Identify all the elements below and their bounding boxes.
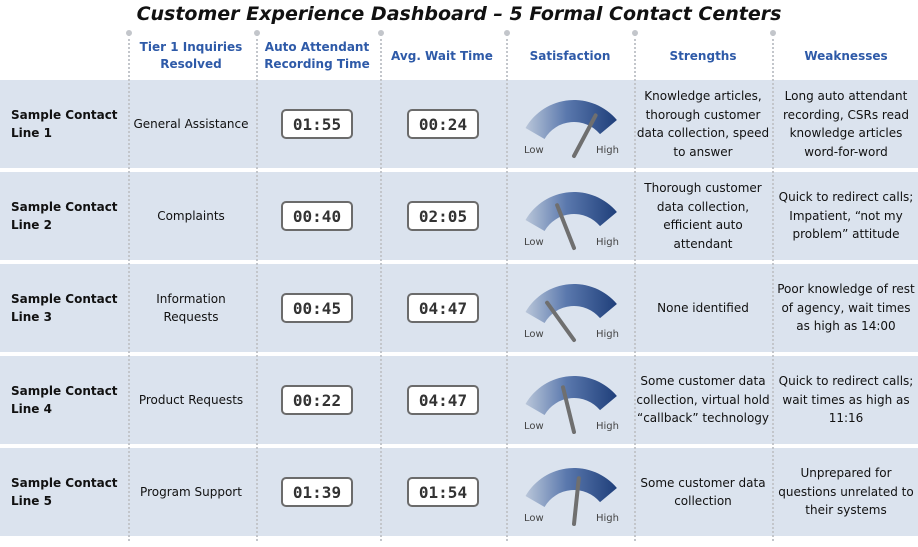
column-divider bbox=[634, 34, 636, 541]
column-divider bbox=[380, 34, 382, 541]
gauge-needle bbox=[555, 203, 576, 250]
gauge-needle bbox=[572, 476, 581, 526]
gauge-high-label: High bbox=[596, 237, 619, 248]
gauge-high-label: High bbox=[596, 513, 619, 524]
strengths-cell: Some customer data collection bbox=[640, 475, 766, 509]
header-weaknesses: Weaknesses bbox=[804, 48, 888, 63]
wait-time-timer: 04:47 bbox=[407, 385, 479, 415]
satisfaction-gauge: Low High bbox=[524, 376, 619, 434]
gauge-band bbox=[525, 99, 617, 139]
weaknesses-cell: Unprepared for questions unrelated to th… bbox=[778, 466, 914, 518]
column-divider-dot bbox=[254, 30, 260, 36]
row-label: Sample Contact Line 5 bbox=[11, 476, 118, 508]
gauge-low-label: Low bbox=[524, 513, 544, 524]
auto-attendant-timer: 00:22 bbox=[281, 385, 353, 415]
column-divider bbox=[256, 34, 258, 541]
row-label: Sample Contact Line 2 bbox=[11, 200, 118, 232]
weaknesses-cell: Poor knowledge of rest of agency, wait t… bbox=[777, 282, 915, 334]
column-divider bbox=[772, 34, 774, 541]
satisfaction-gauge: Low High bbox=[524, 191, 619, 250]
column-divider bbox=[506, 34, 508, 541]
satisfaction-gauge: Low High bbox=[524, 99, 619, 158]
gauge-needle bbox=[572, 113, 598, 158]
gauge-high-label: High bbox=[596, 145, 619, 156]
gauge-high-label: High bbox=[596, 329, 619, 340]
gauge-needle bbox=[545, 300, 576, 342]
auto-attendant-timer: 01:39 bbox=[281, 477, 353, 507]
gauge-low-label: Low bbox=[524, 237, 544, 248]
wait-time-timer: 04:47 bbox=[407, 293, 479, 323]
header-wait-time: Avg. Wait Time bbox=[391, 48, 493, 63]
auto-attendant-timer: 00:45 bbox=[281, 293, 353, 323]
header-satisfaction: Satisfaction bbox=[529, 48, 611, 63]
strengths-cell: None identified bbox=[657, 300, 749, 315]
column-divider-dot bbox=[126, 30, 132, 36]
page-title: Customer Experience Dashboard – 5 Formal… bbox=[136, 3, 782, 25]
gauge-low-label: Low bbox=[524, 329, 544, 340]
gauge-band bbox=[525, 284, 617, 323]
row-label: Sample Contact Line 1 bbox=[11, 108, 118, 140]
column-divider-dot bbox=[504, 30, 510, 36]
header-tier1: Tier 1 Inquiries Resolved bbox=[139, 40, 243, 71]
strengths-cell: Some customer data collection, virtual h… bbox=[636, 374, 770, 426]
tier1-cell: Complaints bbox=[157, 208, 225, 223]
wait-time-timer: 00:24 bbox=[407, 109, 479, 139]
strengths-cell: Thorough customer data collection, effic… bbox=[644, 181, 762, 251]
gauge-low-label: Low bbox=[524, 145, 544, 156]
gauge-high-label: High bbox=[596, 421, 619, 432]
weaknesses-cell: Quick to redirect calls; Impatient, “not… bbox=[778, 190, 914, 242]
tier1-cell: Information Requests bbox=[156, 291, 226, 325]
weaknesses-cell: Long auto attendant recording, CSRs read… bbox=[783, 89, 909, 159]
header-auto-attendant: Auto Attendant Recording Time bbox=[264, 40, 370, 71]
row-label: Sample Contact Line 3 bbox=[11, 292, 118, 324]
row-label: Sample Contact Line 4 bbox=[11, 384, 118, 416]
column-divider bbox=[128, 34, 130, 541]
column-divider-dot bbox=[378, 30, 384, 36]
tier1-cell: Program Support bbox=[140, 484, 242, 499]
satisfaction-gauge: Low High bbox=[524, 284, 619, 342]
tier1-cell: Product Requests bbox=[138, 392, 244, 407]
auto-attendant-timer: 00:40 bbox=[281, 201, 353, 231]
column-divider-dot bbox=[632, 30, 638, 36]
wait-time-timer: 01:54 bbox=[407, 477, 479, 507]
header-strengths: Strengths bbox=[669, 48, 737, 63]
strengths-cell: Knowledge articles, thorough customer da… bbox=[636, 89, 770, 159]
gauge-band bbox=[525, 191, 617, 231]
column-divider-dot bbox=[770, 30, 776, 36]
gauge-needle bbox=[561, 385, 576, 434]
satisfaction-gauge: Low High bbox=[524, 468, 619, 526]
gauge-band bbox=[525, 468, 617, 507]
gauge-low-label: Low bbox=[524, 421, 544, 432]
tier1-cell: General Assistance bbox=[133, 116, 249, 131]
auto-attendant-timer: 01:55 bbox=[281, 109, 353, 139]
gauge-band bbox=[525, 376, 617, 415]
wait-time-timer: 02:05 bbox=[407, 201, 479, 231]
weaknesses-cell: Quick to redirect calls; wait times as h… bbox=[778, 374, 914, 426]
